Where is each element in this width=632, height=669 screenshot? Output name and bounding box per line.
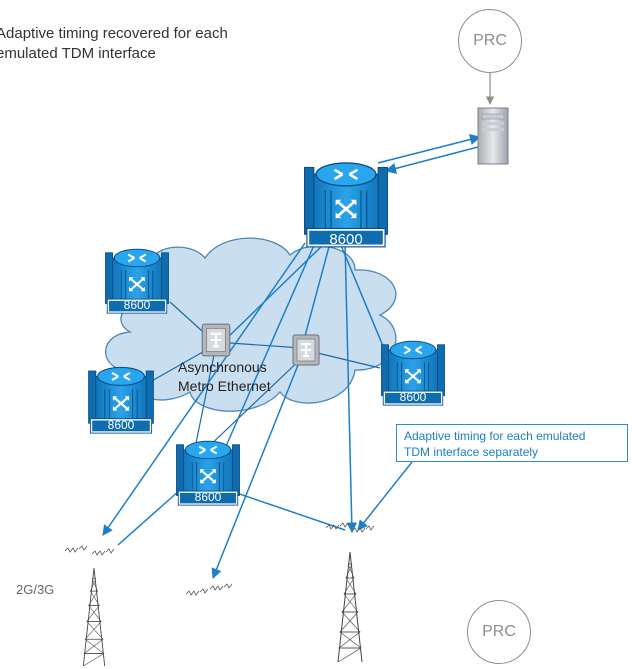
- tower-left: [82, 568, 106, 666]
- caption-line-1: Adaptive timing recovered for each: [0, 25, 228, 42]
- signal-center-b: [352, 525, 375, 533]
- link-main-tower-left: [102, 242, 306, 536]
- router-main-label: 8600: [329, 231, 362, 248]
- link-router-server-lower: [384, 146, 479, 174]
- prc-bottom: PRC: [467, 600, 531, 664]
- router-left-top-label: 8600: [124, 298, 151, 312]
- adaptive-timing-caption: Adaptive timing recovered for each emula…: [0, 24, 296, 64]
- link-bottom-router-tower: [117, 489, 181, 546]
- signal-left-b: [92, 548, 115, 556]
- site-type-label: 2G/3G: [16, 582, 55, 597]
- router-left-mid-label: 8600: [108, 418, 135, 432]
- link-router-server-upper: [377, 134, 482, 164]
- tower-center: [337, 552, 363, 662]
- signal-ground-a: [186, 588, 209, 596]
- callout-arrow: [357, 461, 413, 531]
- link-switch-ground: [211, 359, 301, 579]
- link-main-switch-right: [304, 242, 331, 337]
- link-main-bottom-router: [219, 242, 316, 461]
- link-bottom-router-center: [221, 487, 346, 531]
- router-right-label: 8600: [400, 390, 427, 404]
- link-main-tower-center: [344, 242, 358, 534]
- cloud-label-line-1: Asynchronous: [178, 359, 267, 375]
- switch-left: [201, 323, 231, 357]
- link-main-switch-left: [224, 242, 326, 341]
- cloud-label: Asynchronous Metro Ethernet: [178, 358, 298, 396]
- adaptive-timing-callout: Adaptive timing for each emulated TDM in…: [396, 424, 628, 462]
- link-main-right-router: [339, 242, 389, 359]
- router-bottom-label: 8600: [195, 490, 222, 504]
- prc-top: PRC: [458, 9, 522, 73]
- timing-server: [477, 107, 509, 165]
- caption-line-2: emulated TDM interface: [0, 45, 156, 62]
- cloud-label-line-2: Metro Ethernet: [178, 378, 271, 394]
- callout-line-2: TDM interface separately: [404, 445, 539, 459]
- callout-line-1: Adaptive timing for each emulated: [404, 429, 586, 443]
- signal-left-a: [65, 545, 88, 553]
- signal-ground-b: [210, 583, 233, 591]
